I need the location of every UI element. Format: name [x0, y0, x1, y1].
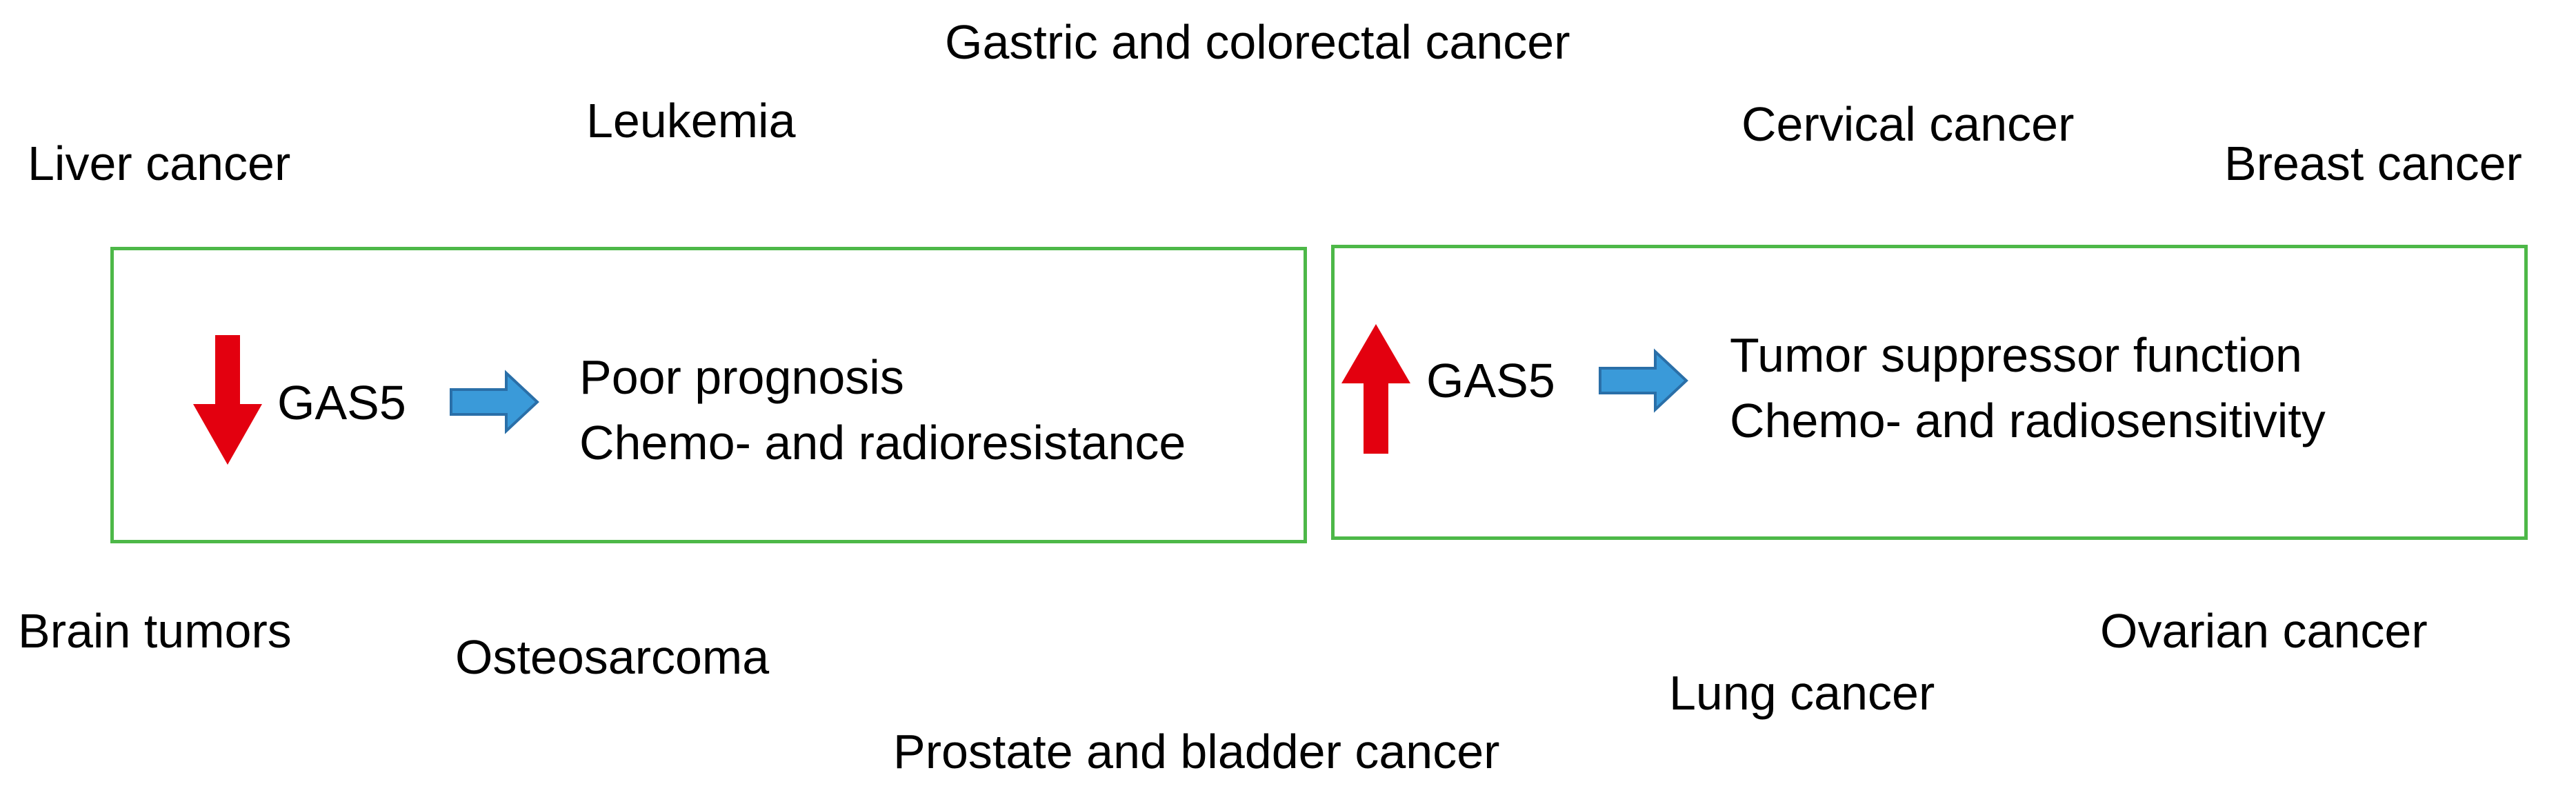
up-arrow-icon: [1341, 324, 1410, 454]
left-flow-arrow-shape: [450, 370, 539, 434]
right-outcome-chemo-radiosensitivity: Chemo- and radiosensitivity: [1730, 394, 2326, 447]
low-gas5-box: [110, 247, 1307, 543]
label-breast-cancer: Breast cancer: [2224, 137, 2522, 190]
left-outcome-chemo-radioresistance: Chemo- and radioresistance: [579, 416, 1186, 470]
right-arrow-icon: [450, 370, 539, 434]
right-arrow-icon: [1599, 348, 1688, 413]
up-arrow-shape: [1341, 324, 1410, 454]
left-gas5-label: GAS5: [277, 376, 406, 430]
label-lung-cancer: Lung cancer: [1669, 666, 1935, 720]
label-osteosarcoma: Osteosarcoma: [455, 630, 770, 684]
down-arrow-icon: [193, 335, 262, 465]
down-arrow-shape: [193, 335, 262, 465]
left-outcome-poor-prognosis: Poor prognosis: [579, 350, 904, 404]
high-gas5-box: [1331, 245, 2528, 540]
label-liver-cancer: Liver cancer: [28, 137, 291, 190]
right-gas5-label: GAS5: [1426, 354, 1555, 407]
right-flow-arrow-shape: [1599, 348, 1688, 413]
label-brain-tumors: Brain tumors: [18, 604, 292, 658]
label-ovarian-cancer: Ovarian cancer: [2100, 604, 2428, 658]
label-gastric-colorectal-cancer: Gastric and colorectal cancer: [945, 15, 1570, 69]
label-leukemia: Leukemia: [586, 94, 796, 148]
label-prostate-bladder-cancer: Prostate and bladder cancer: [893, 725, 1500, 778]
label-cervical-cancer: Cervical cancer: [1741, 97, 2075, 151]
right-outcome-tumor-suppressor: Tumor suppressor function: [1730, 328, 2302, 382]
